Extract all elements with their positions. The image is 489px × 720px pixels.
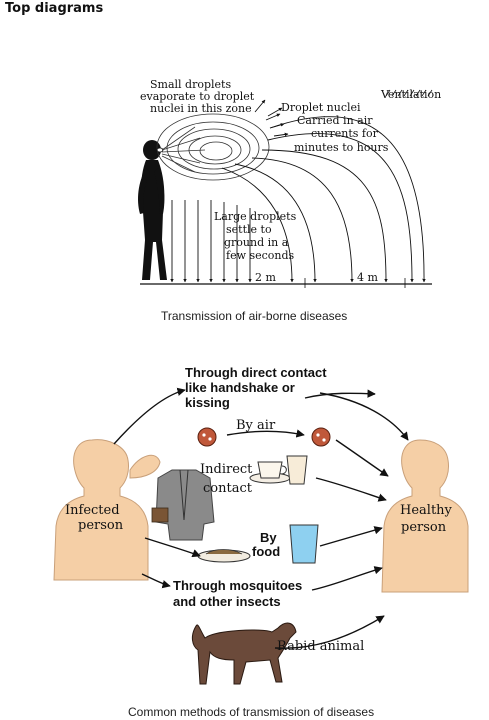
droplet-zone	[156, 113, 270, 181]
label-mosquitoes-1: Through mosquitoes	[173, 578, 302, 593]
label-by-food-1: By	[260, 530, 277, 545]
label-droplet-nuclei-3: currents for	[311, 127, 379, 140]
label-healthy-person-2: person	[401, 520, 447, 535]
label-distance-2m: 2 m	[255, 271, 276, 284]
ventilation-hatch	[385, 89, 433, 97]
label-large-droplets-4: few seconds	[226, 249, 295, 262]
caption-methods: Common methods of transmission of diseas…	[128, 705, 375, 719]
standing-person-figure	[138, 140, 167, 280]
label-droplet-nuclei-1: Droplet nuclei	[281, 101, 361, 114]
label-direct-contact-2: like handshake or	[185, 380, 295, 395]
label-direct-contact-3: kissing	[185, 395, 230, 410]
label-droplet-nuclei-2: Carried in air	[297, 114, 373, 127]
page-heading: Top diagrams	[5, 1, 104, 16]
label-healthy-person-1: Healthy	[400, 503, 453, 518]
label-by-air: By air	[236, 418, 276, 433]
transmission-arrows	[113, 387, 409, 649]
label-rabid-animal: Rabid animal	[277, 639, 364, 654]
label-indirect-contact-2: contact	[203, 481, 253, 496]
label-droplet-nuclei-4: minutes to hours	[294, 141, 389, 154]
germ-icons	[197, 427, 331, 447]
caption-airborne: Transmission of air-borne diseases	[161, 309, 348, 323]
label-distance-4m: 4 m	[357, 271, 378, 284]
label-by-food-2: food	[252, 544, 280, 559]
label-infected-person-2: person	[78, 518, 124, 533]
label-ventilation: Ventilation	[380, 88, 441, 101]
label-large-droplets-3: ground in a	[224, 236, 289, 249]
label-mosquitoes-2: and other insects	[173, 594, 281, 609]
airborne-diagram: Small droplets evaporate to droplet nucl…	[138, 78, 441, 288]
label-direct-contact-1: Through direct contact	[185, 365, 327, 380]
food-and-water	[197, 524, 319, 564]
settling-drops	[170, 200, 252, 283]
coat-drawing	[151, 469, 215, 541]
hand-drawing	[129, 454, 161, 479]
methods-diagram: Through direct contact like handshake or…	[53, 365, 469, 685]
label-infected-person-1: Infected	[65, 503, 120, 518]
healthy-person-figure	[381, 439, 469, 593]
label-small-droplets-1: Small droplets	[150, 78, 231, 91]
dog-drawing	[191, 622, 297, 685]
label-indirect-contact-1: Indirect	[200, 462, 253, 477]
label-large-droplets-2: settle to	[226, 223, 272, 236]
droplet-trajectories	[221, 99, 426, 283]
label-large-droplets-1: Large droplets	[214, 210, 297, 223]
label-small-droplets-2: evaporate to droplet	[140, 90, 255, 103]
label-small-droplets-3: nuclei in this zone	[150, 102, 252, 115]
infected-person-figure	[53, 439, 149, 581]
cup-and-glass	[249, 455, 308, 485]
